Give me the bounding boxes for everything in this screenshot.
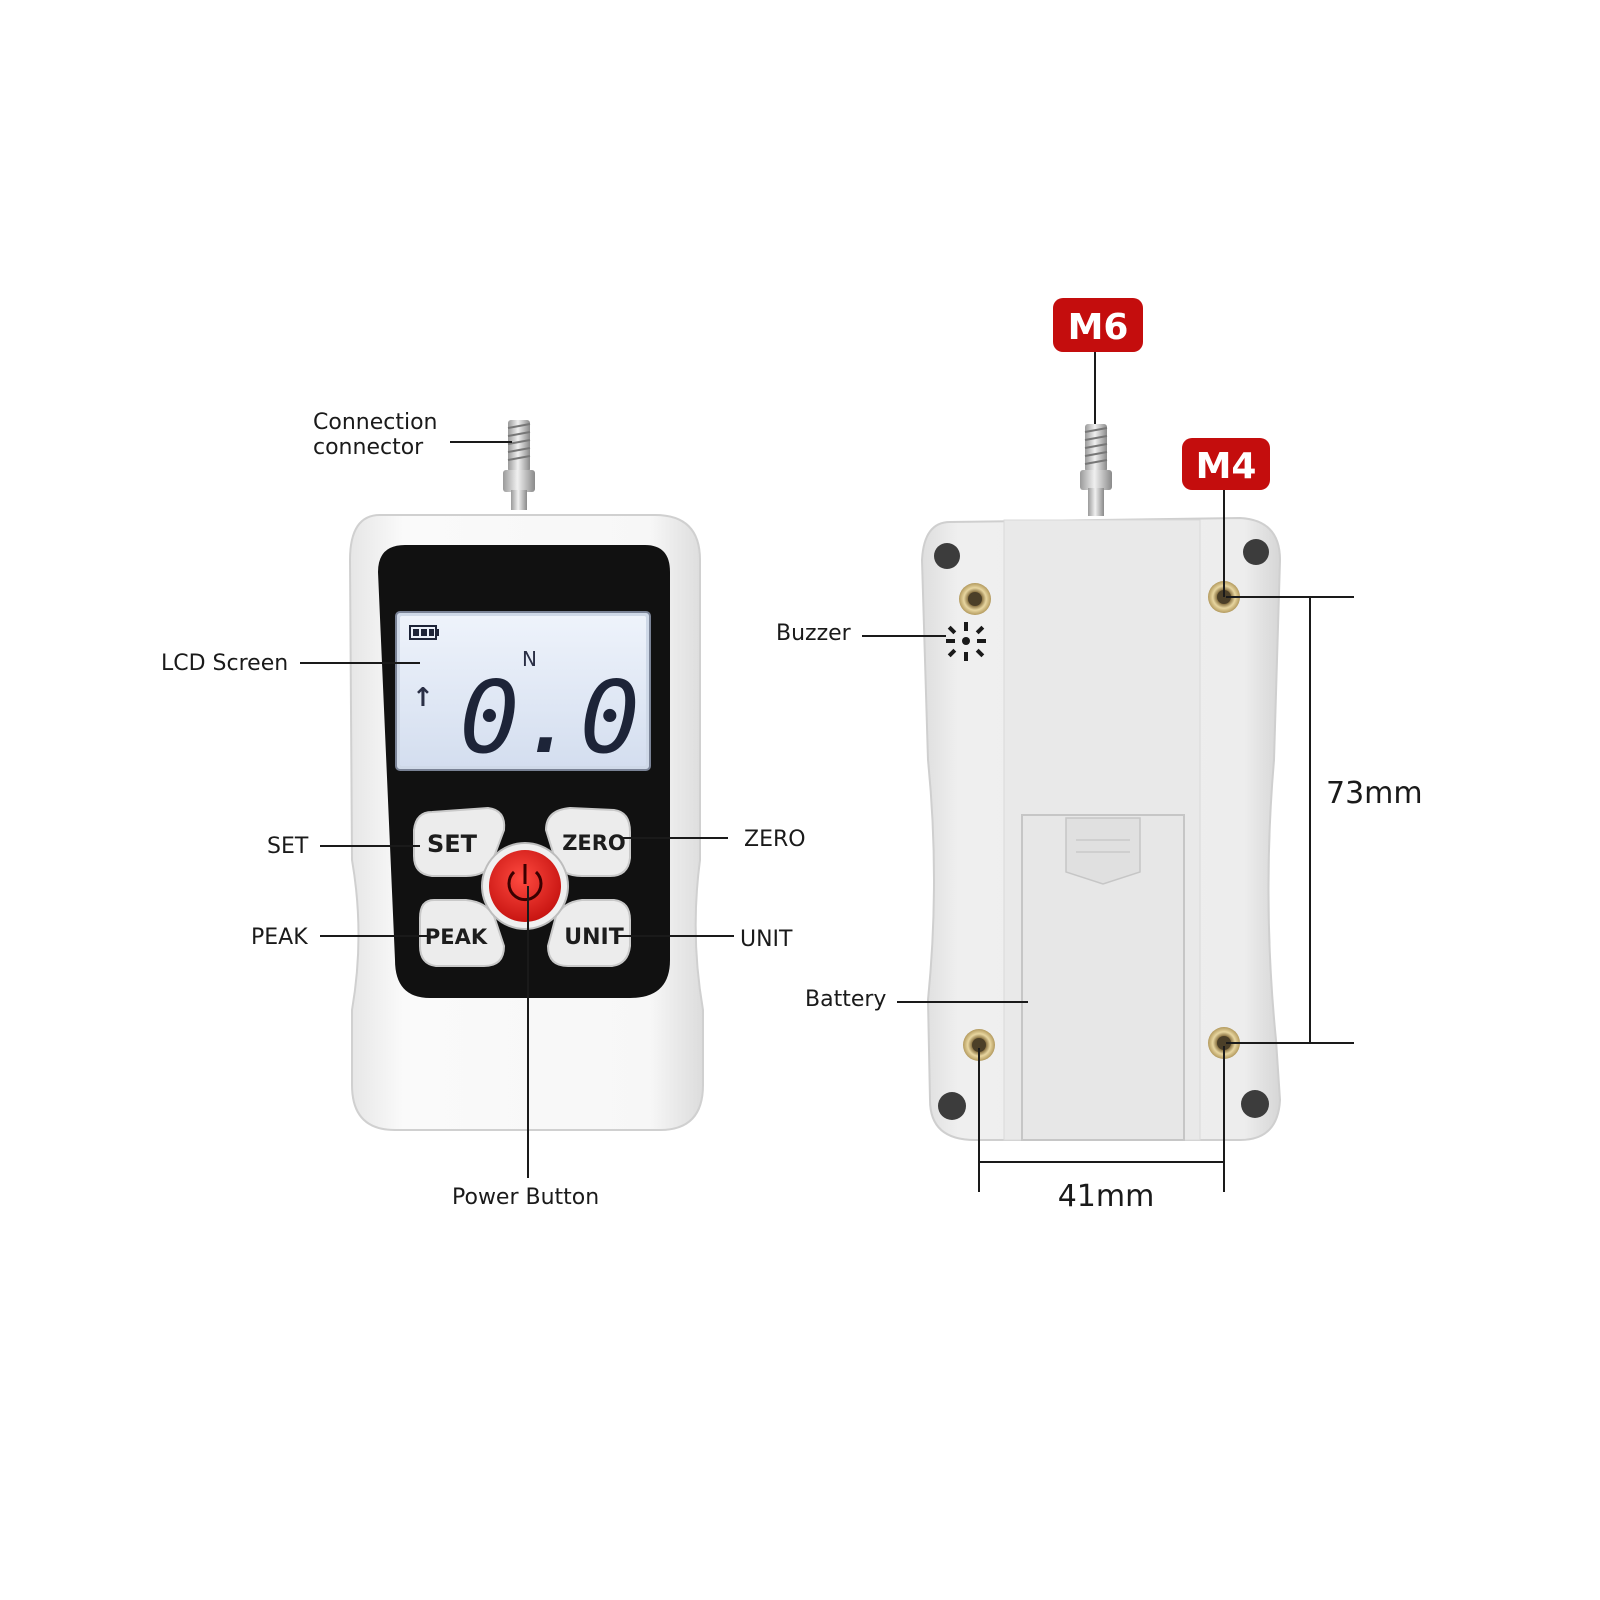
battery-label: Battery: [805, 987, 886, 1012]
power-button[interactable]: [481, 842, 569, 930]
m6-badge-label: M6: [1068, 307, 1129, 348]
connector-label-line2: connector: [313, 435, 424, 460]
back-device: M6: [920, 298, 1282, 1141]
set-button-label: SET: [427, 830, 478, 858]
front-labels: Connection connector LCD Screen SET ZERO…: [161, 410, 806, 1210]
m4-badge-label: M4: [1196, 446, 1257, 487]
m4-badge: M4: [1182, 438, 1270, 490]
buzzer-label: Buzzer: [776, 621, 852, 646]
lcd-direction-arrow-icon: ↑: [412, 683, 434, 713]
peak-button-label: PEAK: [425, 925, 488, 949]
buzzer-icon: [946, 622, 986, 661]
m6-badge: M6: [1053, 298, 1143, 352]
set-callout-label: SET: [267, 834, 309, 859]
back-labels: Buzzer Battery 73mm 41mm: [776, 621, 1423, 1214]
power-button-label: Power Button: [452, 1185, 599, 1210]
zero-button[interactable]: ZERO: [544, 806, 631, 877]
lcd-screen: N ↑ 0.0: [395, 611, 651, 776]
unit-callout-label: UNIT: [740, 927, 793, 952]
back-callout-lines: [862, 596, 1354, 1192]
corner-screws: [934, 539, 1269, 1120]
unit-button-label: UNIT: [564, 925, 623, 950]
back-connector: [1080, 424, 1112, 516]
mounting-holes: [959, 581, 1240, 1061]
connection-connector: [503, 420, 535, 510]
lcd-unit-label: N: [522, 647, 537, 671]
lcd-reading: 0.0: [459, 659, 640, 776]
battery-cover: [1021, 814, 1185, 1141]
battery-level-icon: [409, 625, 439, 640]
front-device: N ↑ 0.0 SET ZERO PEAK UNIT: [348, 420, 704, 1131]
lcd-screen-label: LCD Screen: [161, 651, 288, 676]
peak-callout-label: PEAK: [251, 925, 308, 950]
height-dimension-label: 73mm: [1326, 776, 1423, 811]
power-icon: [507, 864, 543, 902]
width-dimension-label: 41mm: [1058, 1179, 1155, 1214]
zero-callout-label: ZERO: [744, 827, 806, 852]
peak-button[interactable]: PEAK: [419, 899, 506, 967]
unit-button[interactable]: UNIT: [546, 899, 631, 967]
set-button[interactable]: SET: [413, 806, 506, 877]
connector-label-line1: Connection: [313, 410, 437, 435]
front-callout-lines: [300, 441, 734, 1178]
zero-button-label: ZERO: [562, 831, 626, 855]
